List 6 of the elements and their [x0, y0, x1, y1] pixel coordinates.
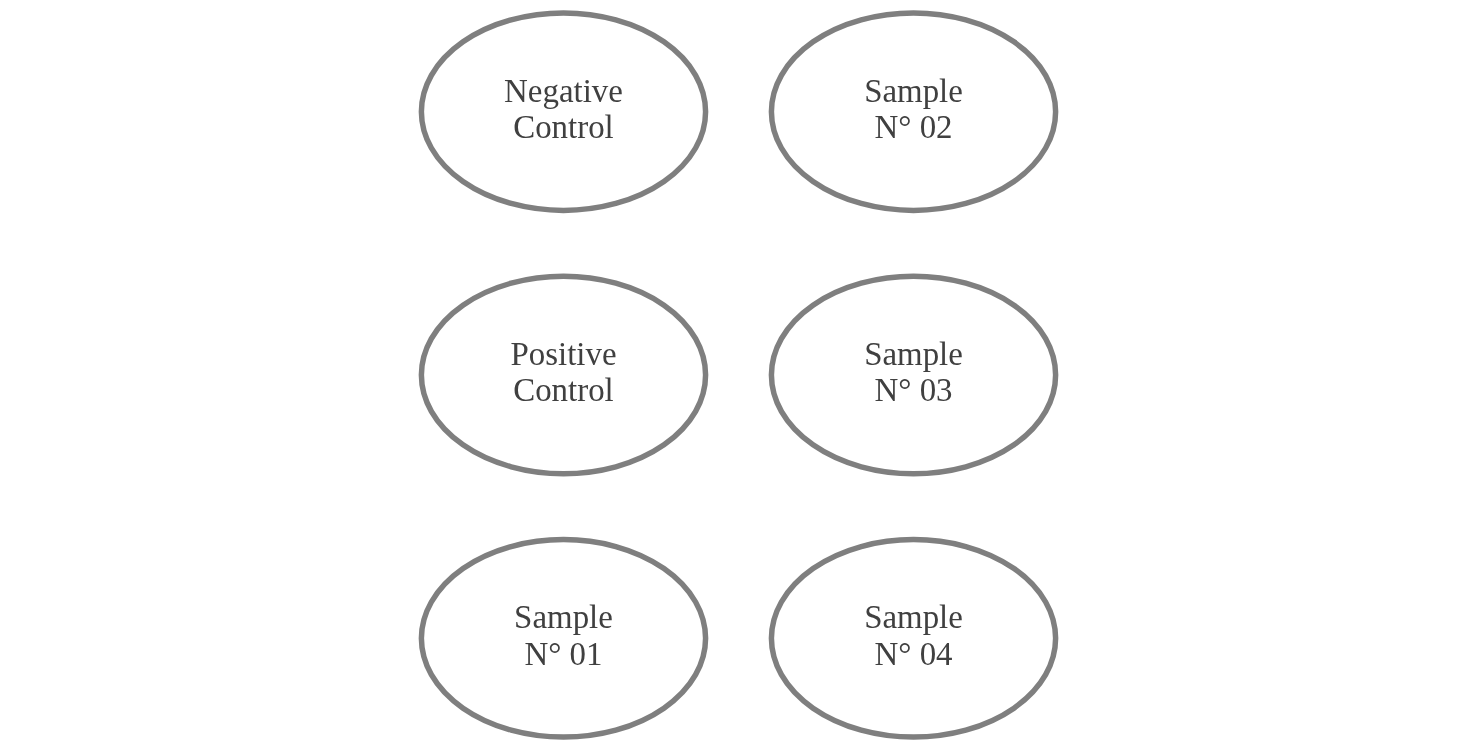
- node-ellipse: Sample N° 02: [768, 10, 1059, 214]
- node-ellipse: Sample N° 04: [768, 536, 1059, 740]
- node-ellipse: Negative Control: [418, 10, 709, 214]
- node-ellipse: Sample N° 03: [768, 273, 1059, 477]
- node-ellipse: Positive Control: [418, 273, 709, 477]
- node-ellipse: Sample N° 01: [418, 536, 709, 740]
